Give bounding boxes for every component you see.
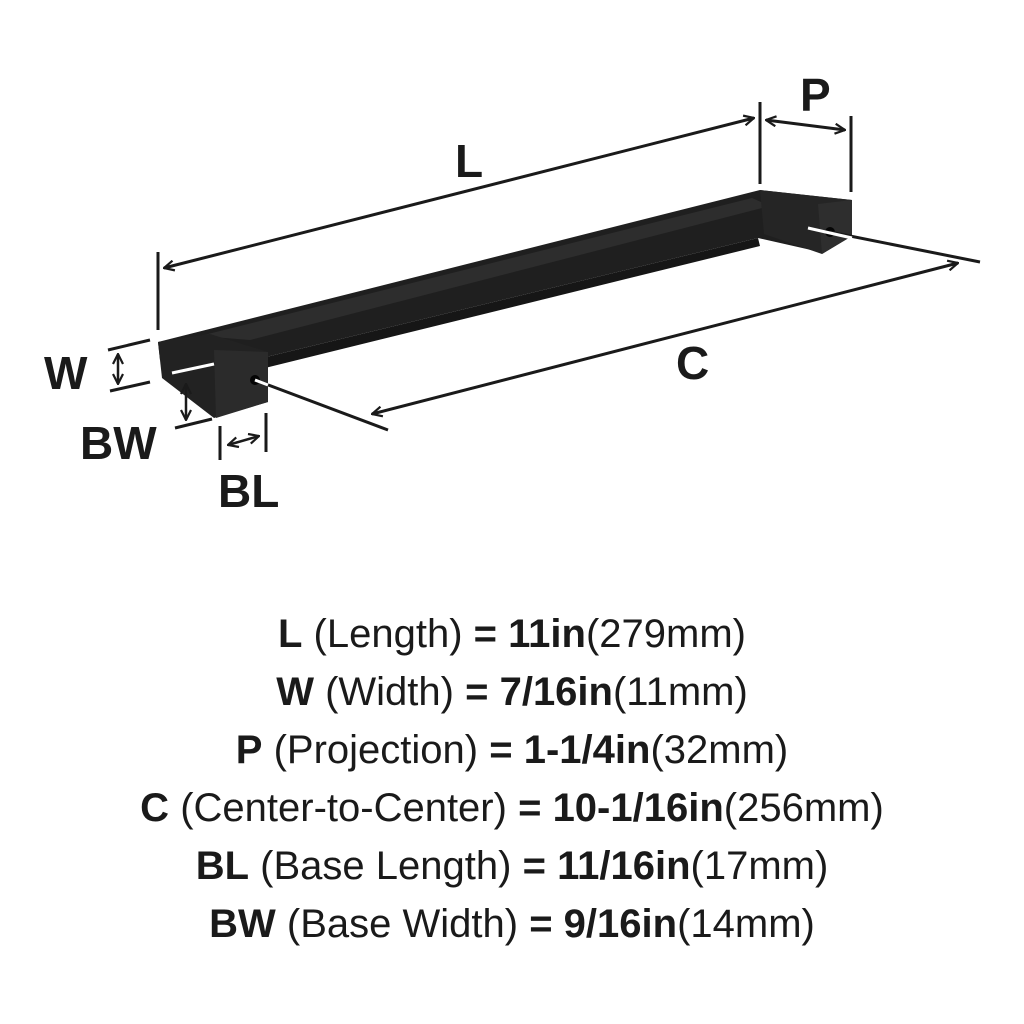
spec-imperial: 11in <box>508 612 586 656</box>
label-BW: BW <box>80 417 157 469</box>
spec-metric: (32mm) <box>650 728 789 772</box>
label-W: W <box>44 347 88 399</box>
spec-imperial: 10-1/16in <box>552 786 724 830</box>
spec-imperial: 11/16in <box>557 844 691 888</box>
spec-equals: = <box>522 844 546 888</box>
spec-equals: = <box>473 612 498 656</box>
spec-row-length: L (Length) = 11in(279mm) <box>0 605 1024 663</box>
dimension-diagram: L P C W BW BL <box>44 69 981 517</box>
spec-imperial: 7/16in <box>499 670 613 714</box>
spec-row-center-to-center: C (Center-to-Center) = 10-1/16in(256mm) <box>0 779 1024 837</box>
spec-equals: = <box>465 670 489 714</box>
spec-row-projection: P (Projection) = 1-1/4in(32mm) <box>0 721 1024 779</box>
spec-metric: (11mm) <box>612 670 748 714</box>
spec-name: (Base Width) <box>286 902 519 946</box>
spec-list: L (Length) = 11in(279mm) W (Width) = 7/1… <box>0 605 1024 953</box>
spec-name: (Projection) <box>273 728 479 772</box>
spec-metric: (279mm) <box>585 612 747 656</box>
spec-imperial: 9/16in <box>563 902 678 946</box>
pull-handle-illustration <box>107 102 981 460</box>
spec-imperial: 1-1/4in <box>523 728 651 772</box>
spec-row-base-width: BW (Base Width) = 9/16in(14mm) <box>0 895 1024 953</box>
spec-code: BW <box>209 902 276 946</box>
spec-row-base-length: BL (Base Length) = 11/16in(17mm) <box>0 837 1024 895</box>
spec-name: (Width) <box>325 670 454 714</box>
spec-row-width: W (Width) = 7/16in(11mm) <box>0 663 1024 721</box>
label-L: L <box>455 135 484 187</box>
spec-metric: (17mm) <box>690 844 829 888</box>
spec-code: C <box>140 786 170 830</box>
dimension-L <box>156 102 762 330</box>
label-P: P <box>800 69 831 121</box>
spec-name: (Base Length) <box>260 844 512 888</box>
spec-equals: = <box>518 786 542 830</box>
spec-code: P <box>235 728 263 772</box>
spec-metric: (256mm) <box>723 786 884 830</box>
dimension-C <box>254 226 981 432</box>
dimension-BW <box>171 362 215 430</box>
dimension-P <box>766 116 853 192</box>
spec-code: W <box>276 670 314 714</box>
label-BL: BL <box>218 465 280 517</box>
spec-code: BL <box>195 844 250 888</box>
spec-code: L <box>277 612 303 656</box>
spec-equals: = <box>529 902 553 946</box>
label-C: C <box>676 337 710 389</box>
spec-name: (Length) <box>313 612 463 656</box>
spec-name: (Center-to-Center) <box>180 786 507 830</box>
dimension-W <box>107 338 151 393</box>
dimension-BL <box>218 413 268 460</box>
spec-metric: (14mm) <box>677 902 815 946</box>
spec-equals: = <box>489 728 513 772</box>
